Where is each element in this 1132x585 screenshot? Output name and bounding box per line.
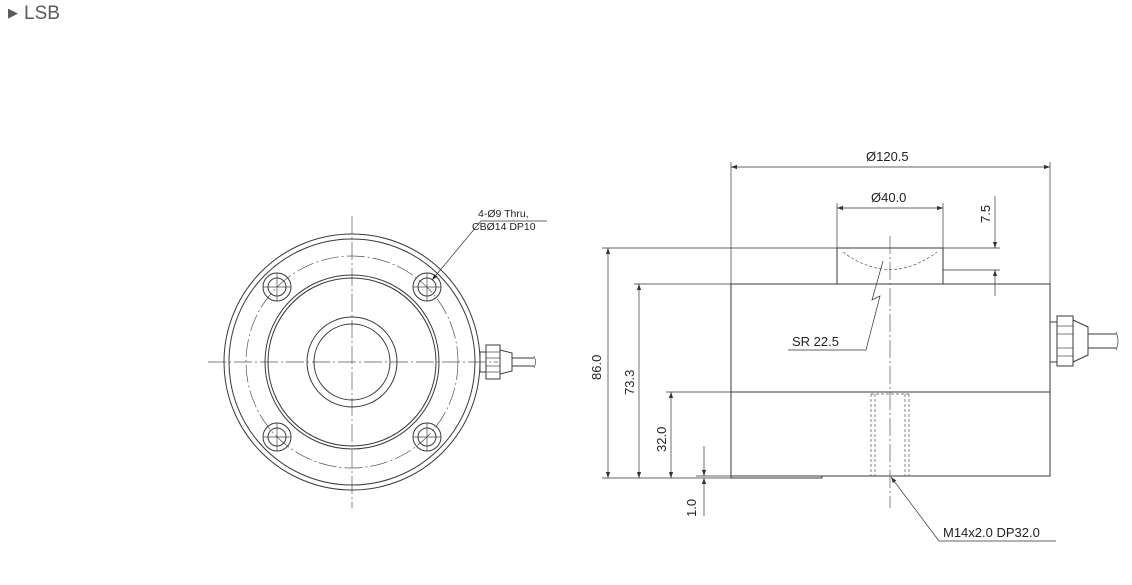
page-title: ▶ LSB [8,3,60,25]
outer-flange-inner-edge [228,238,476,486]
top-view: 4-Ø9 Thru, CBØ14 DP10 [208,208,547,508]
model-name: LSB [24,3,60,24]
threaded-hole-hidden [870,393,910,476]
bolt-hole-bottom-left [262,422,292,452]
button-height-label: 7.5 [978,205,993,223]
bolt-hole-top-right [412,272,442,302]
button-diameter-label: Ø40.0 [871,190,906,205]
lower-base [730,391,1051,477]
body-inner-circle [267,277,437,447]
body-outer-circle [264,274,440,450]
total-height-label: 86.0 [589,355,604,380]
cable-connector-top-view [479,344,536,380]
bottom-foot [730,476,823,479]
hole-spec-line1: 4-Ø9 Thru, [478,208,529,220]
dim-total-height: 86.0 [589,247,837,479]
hole-spec-line2: CBØ14 DP10 [472,221,536,233]
bolt-hole-top-left [262,272,292,302]
loading-button-outer [306,316,398,408]
sphere-radius-label: SR 22.5 [792,334,839,349]
bolt-hole-bottom-right [412,422,442,452]
upper-body [730,283,1051,393]
thread-spec-label: M14x2.0 DP32.0 [943,525,1040,540]
hole-callout: 4-Ø9 Thru, CBØ14 DP10 [431,208,547,281]
base-height-label: 32.0 [654,427,669,452]
loading-button-inner [313,323,391,401]
dim-bottom-gap: 1.0 [684,446,731,517]
dim-body-height: 73.3 [622,283,731,478]
side-view: Ø120.5 Ø40.0 7.5 86.0 73.3 [589,149,1119,542]
dim-button-height: 7.5 [943,196,1000,296]
body-height-label: 73.3 [622,370,637,395]
dim-base-height: 32.0 [654,391,731,478]
thread-callout: M14x2.0 DP32.0 [890,476,1056,542]
dim-button-diameter: Ø40.0 [836,190,944,248]
bolt-circle [245,255,459,469]
dim-outer-diameter: Ø120.5 [730,149,1051,284]
sphere-radius-callout: SR 22.5 [788,260,884,351]
triangle-bullet-icon: ▶ [8,5,18,20]
outer-diameter-label: Ø120.5 [866,149,909,164]
bottom-gap-label: 1.0 [684,499,699,517]
cable-connector-side-view [1049,315,1119,367]
